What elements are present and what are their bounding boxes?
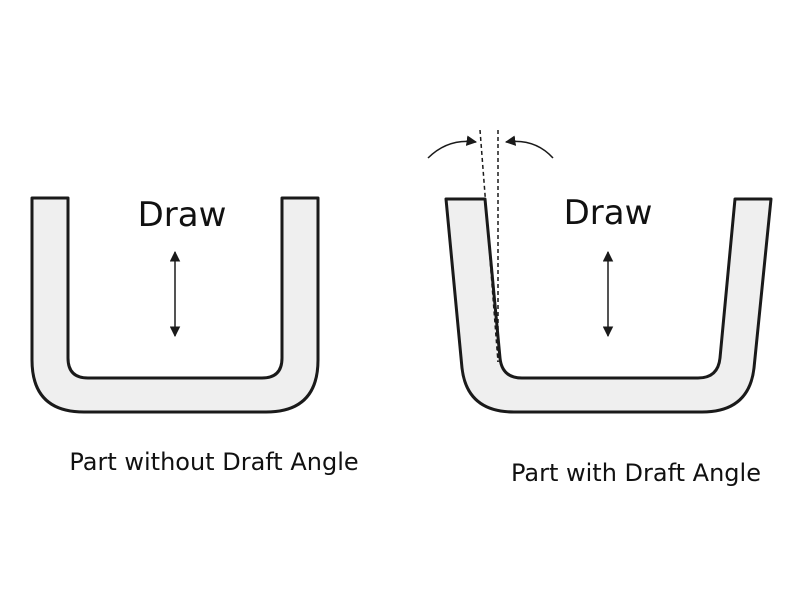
part-without-draft: Draw [30, 195, 320, 414]
draft-angle-line [479, 129, 499, 363]
caption-with-draft: Part with Draft Angle [511, 459, 761, 487]
draw-label-right: Draw [564, 193, 653, 233]
angle-arrow-right [504, 135, 554, 159]
u-channel-drafted [444, 197, 773, 414]
caption-without-draft: Part without Draft Angle [69, 448, 358, 476]
u-channel-straight [30, 196, 320, 414]
angle-arrow-left [427, 135, 478, 159]
part-with-draft: Draw [427, 129, 773, 414]
draw-label-left: Draw [138, 195, 227, 235]
